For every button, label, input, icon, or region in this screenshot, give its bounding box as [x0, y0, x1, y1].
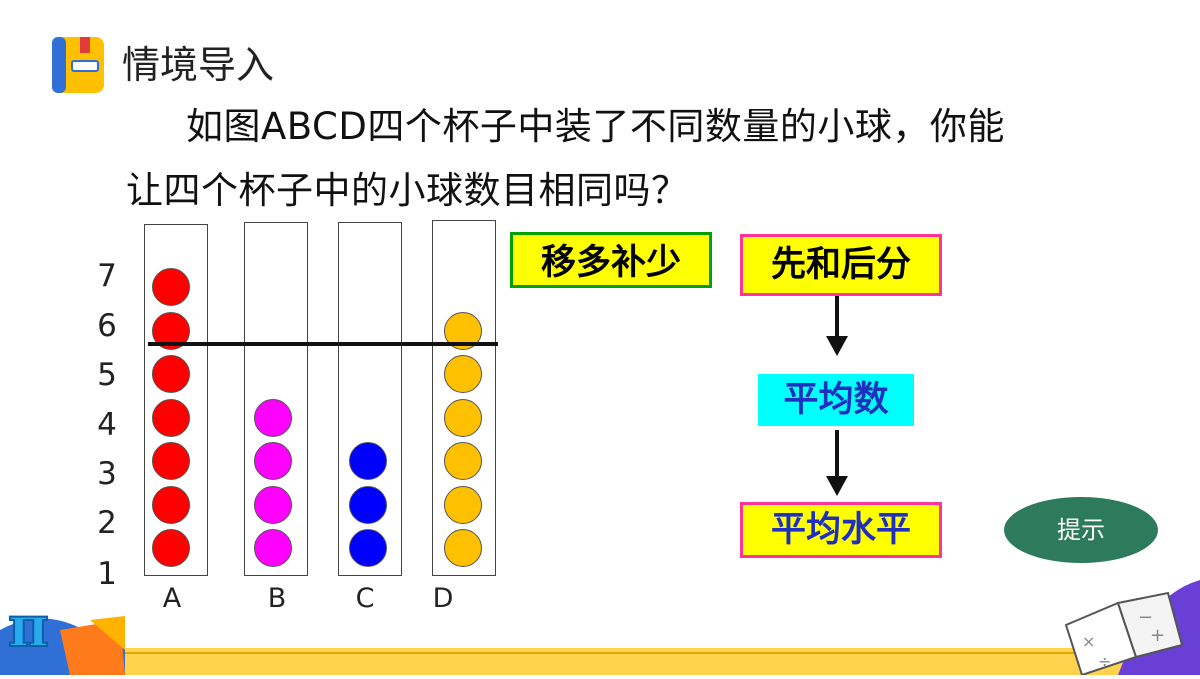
y-label-5: 5	[97, 357, 117, 393]
ball-cup-d	[444, 398, 482, 437]
ball-cup-a	[152, 485, 190, 524]
y-label-4: 4	[97, 407, 117, 443]
cup-label-b: B	[267, 583, 287, 614]
cup-label-d: D	[432, 583, 454, 614]
page-title: 情境导入	[122, 43, 275, 87]
svg-text:÷: ÷	[1098, 652, 1111, 671]
y-label-6: 6	[97, 308, 117, 344]
method-move-balance-box: 移多补少	[510, 232, 712, 288]
svg-text:×: ×	[1082, 632, 1095, 651]
arrow-2-line	[835, 430, 839, 478]
y-label-1: 1	[97, 556, 117, 592]
ball-cup-a	[152, 398, 190, 437]
arrow-1-line	[835, 296, 839, 338]
hint-button[interactable]: 提示	[1004, 497, 1158, 563]
step-average-level-box: 平均水平	[740, 502, 942, 558]
ball-cup-a	[152, 529, 190, 567]
pi-icon: π	[0, 590, 125, 675]
ball-cup-a	[152, 355, 190, 393]
ball-cup-c	[349, 442, 387, 480]
y-label-3: 3	[97, 456, 117, 492]
arrow-2-head	[826, 476, 848, 496]
ball-cup-b	[254, 529, 292, 567]
ball-cup-c	[349, 529, 387, 567]
y-label-7: 7	[97, 258, 117, 294]
question-line-2: 让四个杯子中的小球数目相同吗？	[126, 169, 689, 212]
question-line-1: 如图ABCD四个杯子中装了不同数量的小球，你能	[186, 105, 1005, 148]
ball-cup-d	[444, 442, 482, 480]
cup-label-c: C	[355, 583, 375, 614]
cup-label-a: A	[162, 583, 182, 614]
step-average-box: 平均数	[758, 374, 914, 426]
step-sum-then-divide-box: 先和后分	[740, 234, 942, 296]
ball-cup-b	[254, 442, 292, 480]
ball-cup-b	[254, 485, 292, 524]
ball-cup-d	[444, 355, 482, 393]
svg-text:π: π	[8, 594, 49, 660]
svg-text:+: +	[1150, 625, 1165, 646]
notebook-icon	[50, 35, 106, 95]
ball-cup-d	[444, 485, 482, 524]
average-line	[148, 342, 498, 346]
ball-cup-a	[152, 268, 190, 306]
math-book-icon: × ÷ − +	[1058, 575, 1200, 677]
svg-text:−: −	[1138, 607, 1153, 628]
y-label-2: 2	[97, 505, 117, 541]
ball-cup-a	[152, 442, 190, 480]
arrow-1-head	[826, 336, 848, 356]
ball-cup-c	[349, 485, 387, 524]
ball-cup-b	[254, 398, 292, 437]
footer-line	[0, 652, 1200, 654]
ball-cup-d	[444, 529, 482, 567]
